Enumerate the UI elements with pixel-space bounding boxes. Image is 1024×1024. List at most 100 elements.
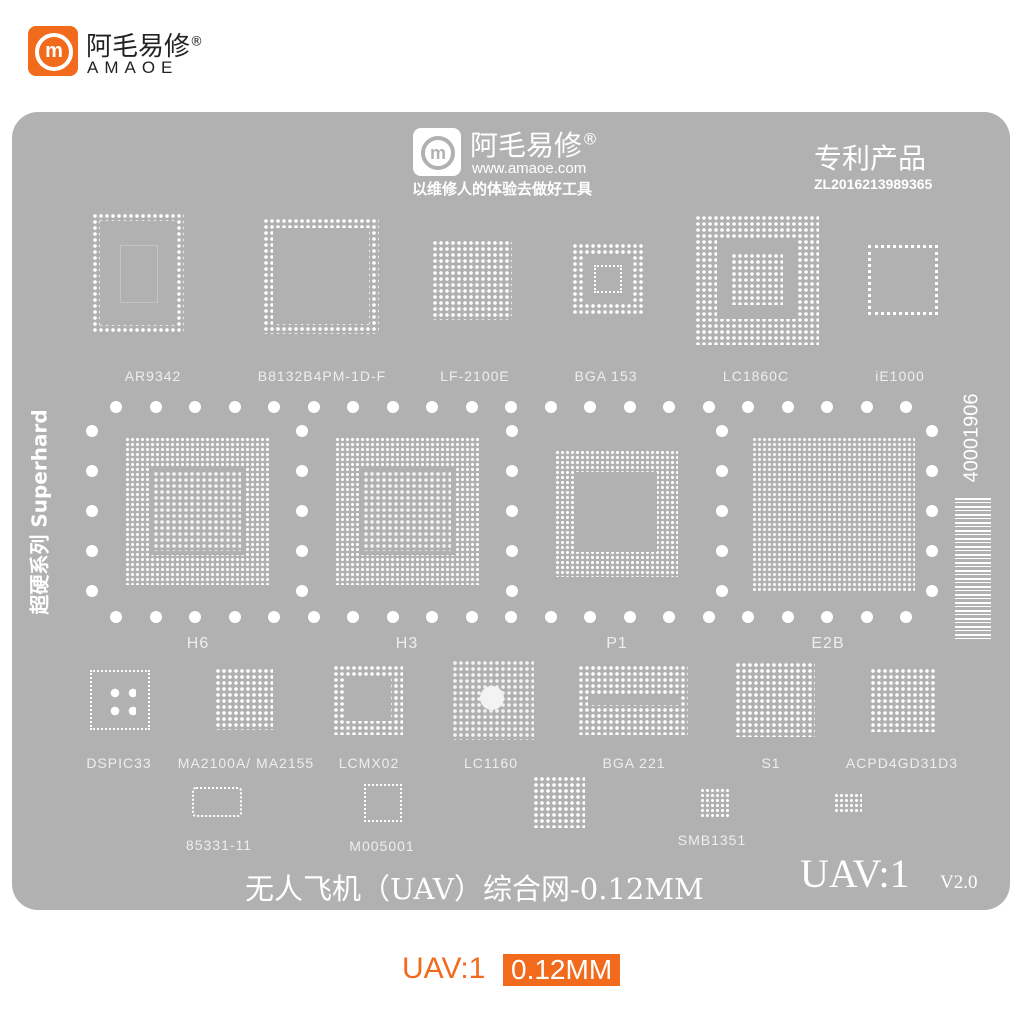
alignment-hole bbox=[900, 401, 912, 413]
amaoe-logo: m bbox=[28, 26, 78, 76]
alignment-hole bbox=[296, 505, 308, 517]
alignment-hole bbox=[781, 401, 794, 413]
alignment-hole bbox=[189, 401, 201, 413]
alignment-hole bbox=[505, 401, 517, 413]
alignment-hole bbox=[926, 505, 938, 517]
alignment-hole bbox=[544, 401, 557, 413]
chip-dspic33-pads bbox=[90, 670, 150, 730]
alignment-hole bbox=[860, 611, 873, 623]
alignment-hole bbox=[296, 425, 308, 437]
alignment-hole bbox=[926, 425, 938, 437]
chip-lf2100e-pads bbox=[432, 240, 512, 320]
stencil-model: UAV:1 bbox=[800, 851, 910, 896]
alignment-hole bbox=[926, 545, 938, 557]
alignment-hole bbox=[149, 611, 162, 623]
alignment-hole bbox=[386, 401, 399, 413]
alignment-hole bbox=[268, 401, 280, 413]
alignment-hole bbox=[110, 611, 122, 623]
chip-s1-pads bbox=[735, 662, 815, 737]
label-lc1160: LC1160 bbox=[463, 755, 519, 771]
label-ar9342: AR9342 bbox=[124, 368, 182, 384]
stencil-version: V2.0 bbox=[940, 872, 978, 893]
chip-bga221-pads bbox=[578, 665, 688, 735]
alignment-hole bbox=[926, 585, 938, 597]
chip-85331-pads bbox=[192, 787, 242, 817]
label-h3: H3 bbox=[395, 635, 419, 652]
label-dspic33: DSPIC33 bbox=[86, 755, 152, 771]
footer-thickness-badge: 0.12MM bbox=[503, 954, 621, 986]
alignment-hole bbox=[505, 611, 517, 623]
alignment-hole bbox=[506, 545, 518, 557]
stencil-brand: 阿毛易修® bbox=[470, 129, 599, 162]
alignment-hole bbox=[663, 611, 675, 623]
alignment-hole bbox=[149, 401, 162, 413]
alignment-hole bbox=[506, 585, 518, 597]
alignment-hole bbox=[86, 465, 98, 477]
alignment-hole bbox=[781, 611, 794, 623]
label-s1: S1 bbox=[761, 755, 781, 771]
alignment-hole bbox=[268, 611, 280, 623]
label-b8132: B8132B4PM-1D-F bbox=[257, 368, 387, 384]
chip-h6-pads bbox=[125, 437, 270, 585]
alignment-hole bbox=[702, 611, 715, 623]
alignment-hole bbox=[702, 401, 715, 413]
alignment-hole bbox=[347, 401, 359, 413]
alignment-hole bbox=[506, 505, 518, 517]
label-bga153: BGA 153 bbox=[574, 368, 638, 384]
alignment-hole bbox=[465, 401, 478, 413]
alignment-hole bbox=[347, 611, 359, 623]
alignment-hole bbox=[307, 611, 320, 623]
stencil-slogan: 以维修人的体验去做好工具 bbox=[412, 180, 593, 198]
alignment-hole bbox=[623, 401, 636, 413]
alignment-hole bbox=[506, 465, 518, 477]
alignment-hole bbox=[296, 465, 308, 477]
chip-ma2100a-pads bbox=[215, 668, 273, 730]
alignment-hole bbox=[86, 585, 98, 597]
alignment-hole bbox=[228, 611, 241, 623]
chip-h3-pads bbox=[335, 437, 480, 585]
alignment-hole bbox=[386, 611, 399, 623]
alignment-hole bbox=[426, 401, 438, 413]
alignment-hole bbox=[623, 611, 636, 623]
label-lcmx02: LCMX02 bbox=[338, 755, 400, 771]
chip-ar9342-pads bbox=[92, 213, 184, 333]
label-ma2100a: MA2100A/ MA2155 bbox=[177, 755, 315, 771]
alignment-hole bbox=[663, 401, 675, 413]
label-smb1351: SMB1351 bbox=[677, 832, 747, 848]
alignment-hole bbox=[189, 611, 201, 623]
label-bga221: BGA 221 bbox=[602, 755, 666, 771]
alignment-hole bbox=[821, 401, 833, 413]
label-e2b: E2B bbox=[811, 635, 845, 652]
alignment-hole bbox=[426, 611, 438, 623]
chip-b8132-pads bbox=[263, 218, 379, 334]
alignment-hole bbox=[584, 401, 596, 413]
logo-m-icon: m bbox=[35, 33, 73, 71]
brand-name-en: AMAOE bbox=[87, 58, 179, 77]
stencil-url: www.amaoe.com bbox=[472, 160, 587, 177]
alignment-hole bbox=[742, 611, 754, 623]
alignment-hole bbox=[296, 545, 308, 557]
barcode bbox=[955, 498, 991, 642]
chip-p1-pads bbox=[555, 450, 678, 577]
alignment-hole bbox=[860, 401, 873, 413]
alignment-hole bbox=[506, 425, 518, 437]
label-lf2100e: LF-2100E bbox=[440, 368, 510, 384]
chip-ie1000-pads bbox=[868, 245, 938, 315]
chip-bga153-pads bbox=[572, 243, 644, 315]
alignment-hole bbox=[86, 425, 98, 437]
stencil-logo: m bbox=[413, 128, 461, 176]
chip-e2b-pads bbox=[752, 437, 915, 593]
side-superhard-label: 超硬系列 Superhard bbox=[27, 409, 52, 615]
serial-number: 40001906 bbox=[960, 393, 983, 483]
chip-acpd-pads bbox=[870, 668, 936, 732]
alignment-hole bbox=[716, 425, 728, 437]
alignment-hole bbox=[86, 505, 98, 517]
chip-unlabeled-pads bbox=[533, 776, 585, 828]
alignment-hole bbox=[544, 611, 557, 623]
alignment-hole bbox=[716, 505, 728, 517]
alignment-hole bbox=[307, 401, 320, 413]
chip-smb1351-pads bbox=[700, 788, 730, 818]
label-85331: 85331-11 bbox=[185, 837, 253, 853]
label-h6: H6 bbox=[186, 635, 210, 652]
label-lc1860c: LC1860C bbox=[722, 368, 790, 384]
